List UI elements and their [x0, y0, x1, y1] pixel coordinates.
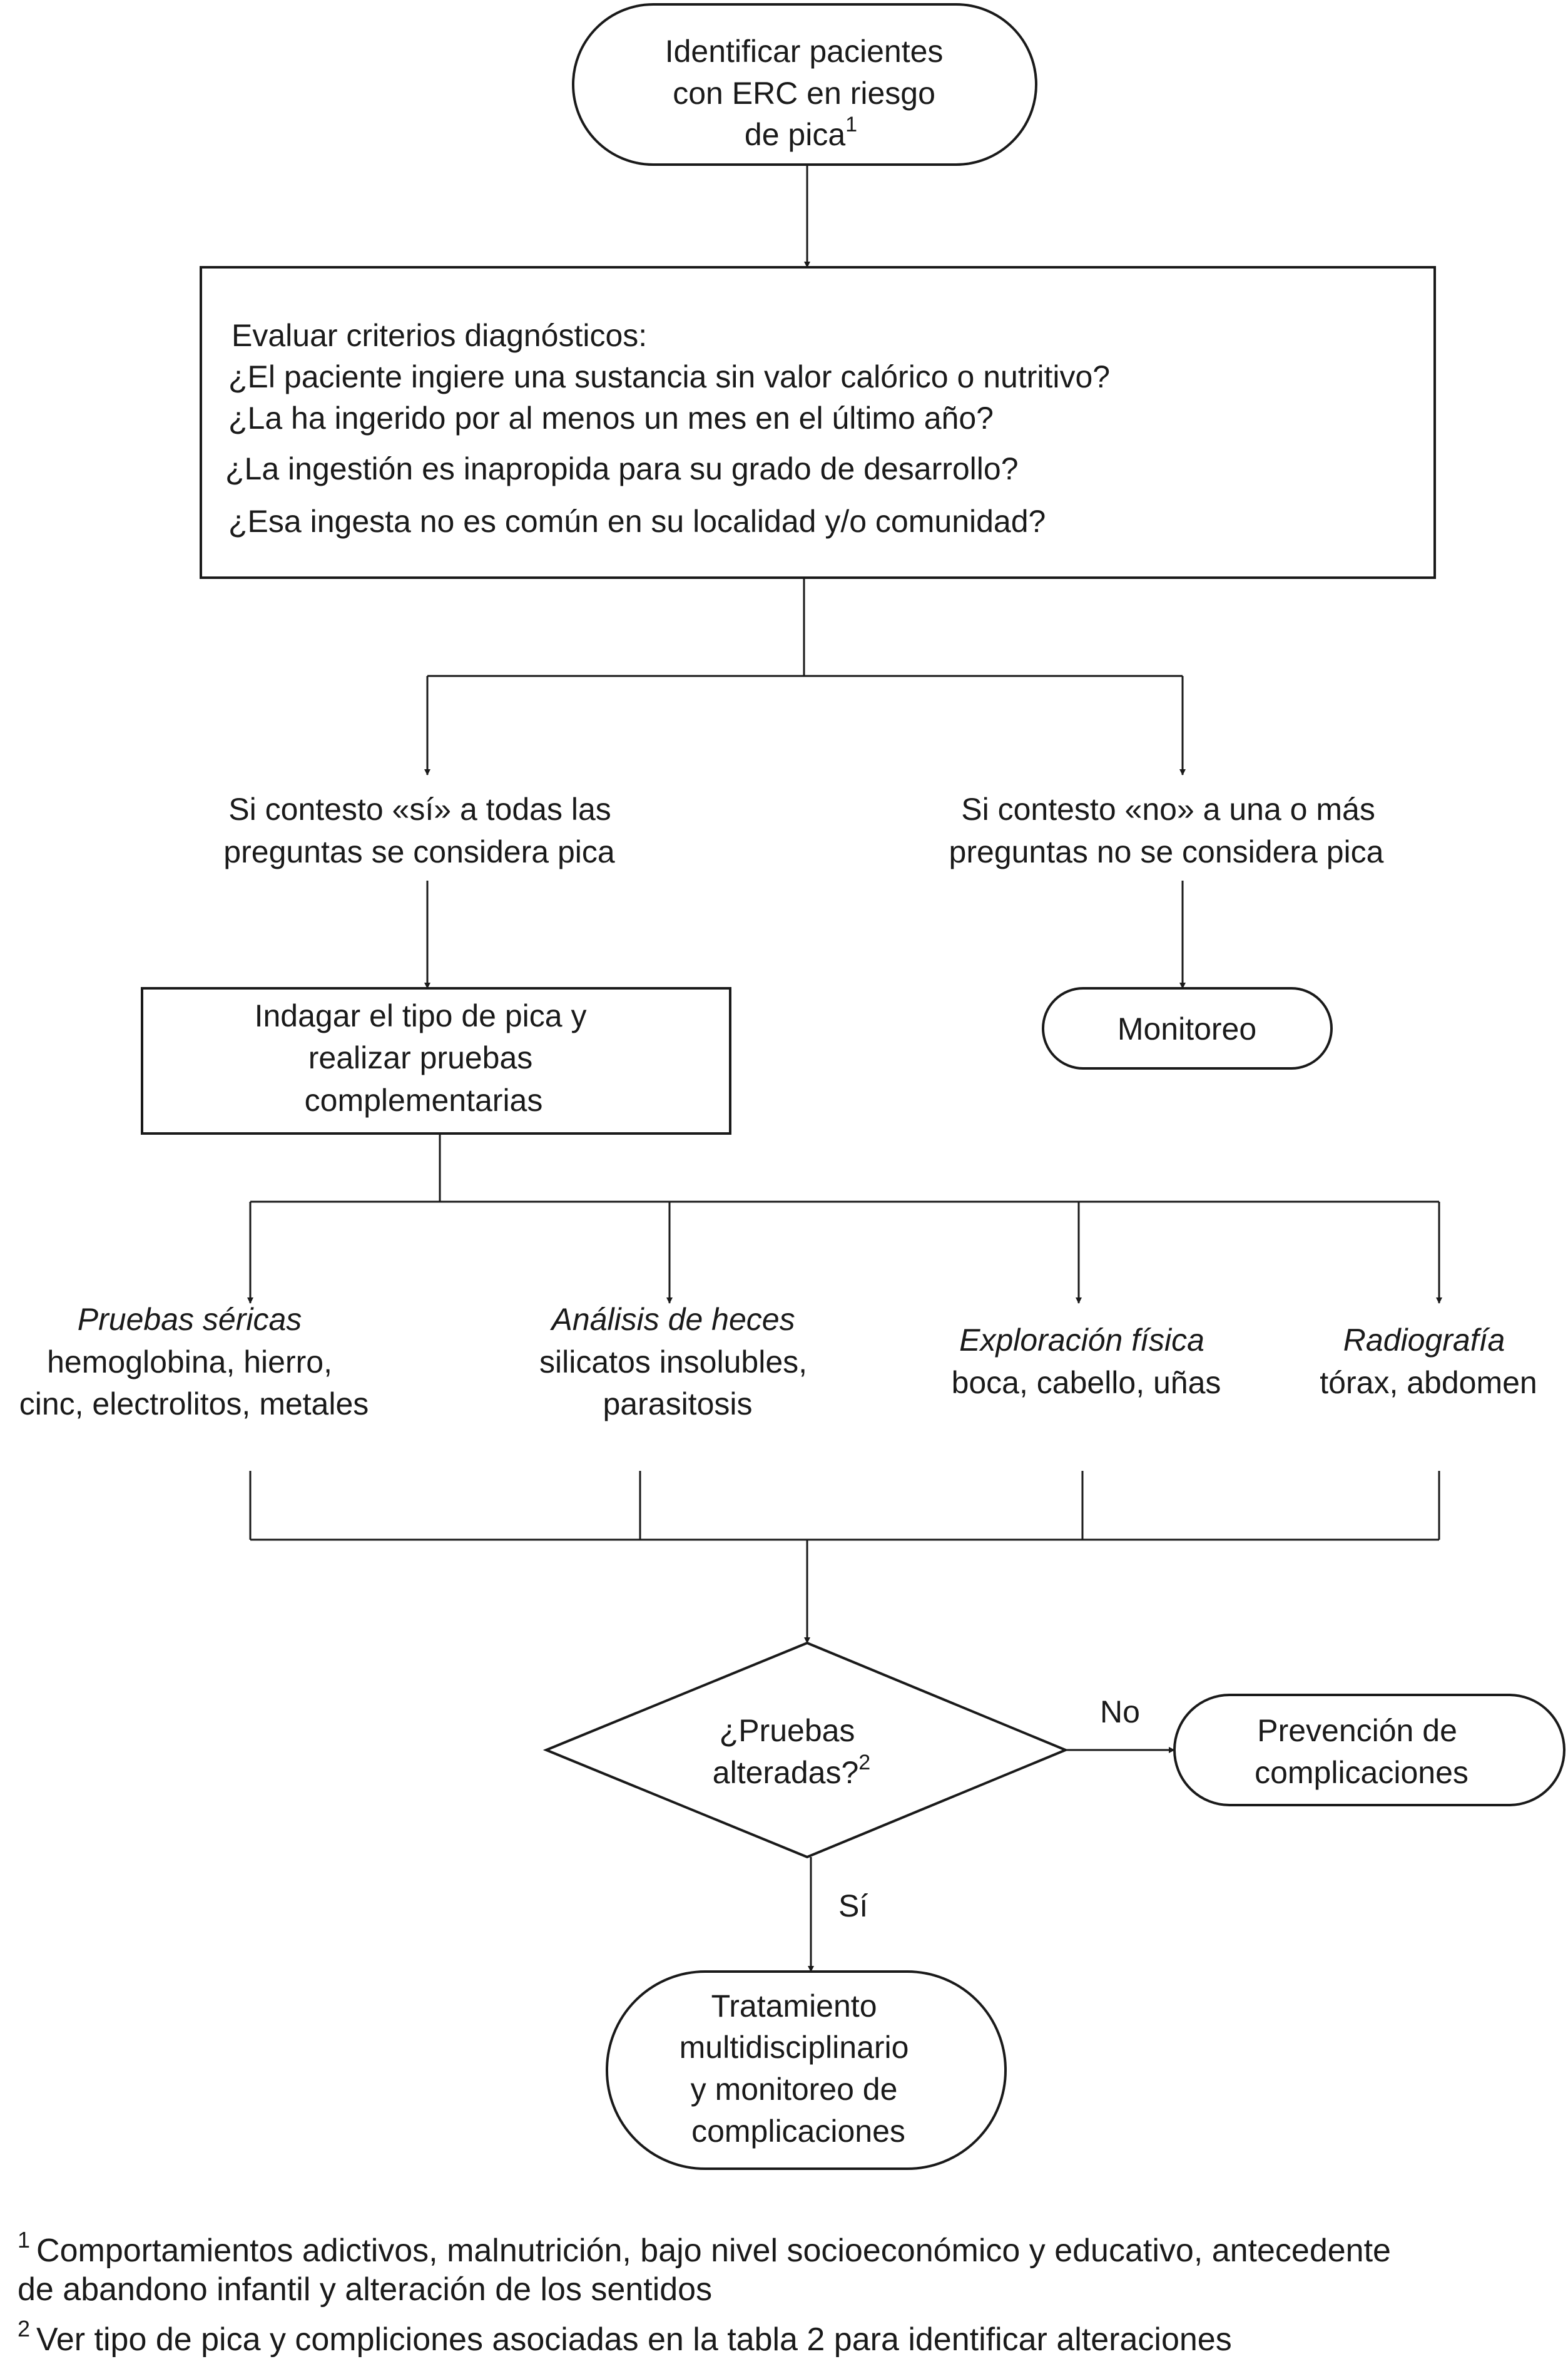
- treatment-line: multidisciplinario: [680, 2030, 909, 2065]
- start-line: Identificar pacientes: [665, 34, 944, 69]
- monitoring-terminal: [1042, 987, 1333, 1070]
- test-stool-title: Análisis de heces: [549, 1302, 795, 1337]
- prevention-label: Prevención de complicaciones: [1255, 1713, 1469, 1790]
- footnote-ref-1: 1: [845, 113, 857, 136]
- start-label: Identificar pacientes con ERC en riesgo …: [665, 34, 952, 152]
- test-serum-line: hemoglobina, hierro,: [47, 1344, 332, 1379]
- test-serum-line: cinc, electrolitos, metales: [19, 1386, 369, 1421]
- test-serum-title: Pruebas séricas: [78, 1302, 302, 1337]
- criteria-question: ¿El paciente ingiere una sustancia sin v…: [228, 359, 1110, 394]
- no-branch-label: Si contesto «no» a una o más preguntas n…: [949, 792, 1384, 869]
- test-stool-line: silicatos insolubles,: [539, 1344, 807, 1379]
- inquire-line: realizar pruebas: [308, 1040, 533, 1075]
- test-exam: Exploración física boca, cabello, uñas: [952, 1323, 1221, 1400]
- decision-line: ¿Pruebas: [720, 1713, 855, 1748]
- start-line: con ERC en riesgo: [673, 76, 935, 111]
- test-xray: Radiografía tórax, abdomen: [1320, 1323, 1537, 1400]
- criteria-question: ¿Esa ingesta no es común en su localidad…: [228, 504, 1046, 539]
- inquire-label: Indagar el tipo de pica y realizar prueb…: [255, 998, 596, 1118]
- decision-diamond: [542, 1641, 1069, 1859]
- inquire-line: complementarias: [305, 1083, 543, 1118]
- prevention-line: Prevención de: [1257, 1713, 1457, 1748]
- criteria-question: ¿La ha ingerido por al menos un mes en e…: [228, 401, 994, 436]
- decision-yes-label: Sí: [838, 1888, 868, 1923]
- inquire-line: Indagar el tipo de pica y: [255, 998, 587, 1033]
- test-stool: Análisis de heces silicatos insolubles, …: [539, 1302, 816, 1421]
- treatment-line: complicaciones: [691, 2114, 905, 2149]
- test-xray-line: tórax, abdomen: [1320, 1365, 1537, 1400]
- treatment-line: y monitoreo de: [691, 2072, 898, 2107]
- start-line: de pica: [745, 117, 845, 152]
- start-terminal: [572, 3, 1037, 166]
- footnote-ref-2: 2: [858, 1751, 870, 1774]
- yes-branch-line: preguntas se considera pica: [223, 834, 615, 869]
- no-branch-line: preguntas no se considera pica: [949, 834, 1384, 869]
- criteria-heading: Evaluar criterios diagnósticos:: [232, 318, 647, 353]
- test-stool-line: parasitosis: [603, 1386, 753, 1421]
- test-serum: Pruebas séricas hemoglobina, hierro, cin…: [19, 1302, 369, 1421]
- treatment-line: Tratamiento: [711, 1988, 877, 2024]
- test-xray-title: Radiografía: [1343, 1323, 1505, 1358]
- yes-branch-line: Si contesto «sí» a todas las: [228, 792, 611, 827]
- criteria-box: [200, 266, 1436, 579]
- footnote-2-text: Ver tipo de pica y compliciones asociada…: [36, 2321, 1232, 2358]
- criteria-question: ¿La ingestión es inapropida para su grad…: [225, 451, 1019, 486]
- footnote-2-marker: 2: [18, 2316, 31, 2341]
- footnote-1-text: de abandono infantil y alteración de los…: [18, 2271, 713, 2308]
- test-exam-line: boca, cabello, uñas: [952, 1365, 1221, 1400]
- yes-branch-label: Si contesto «sí» a todas las preguntas s…: [223, 792, 619, 869]
- decision-no-label: No: [1100, 1694, 1140, 1729]
- monitoring-label: Monitoreo: [1117, 1011, 1256, 1046]
- no-branch-line: Si contesto «no» a una o más: [961, 792, 1375, 827]
- footnote-1-text: Comportamientos adictivos, malnutrición,…: [36, 2233, 1391, 2269]
- footnote-1-marker: 1: [18, 2227, 31, 2253]
- test-exam-title: Exploración física: [959, 1323, 1204, 1358]
- prevention-line: complicaciones: [1255, 1755, 1469, 1790]
- decision-label: ¿Pruebas alteradas?2: [713, 1713, 870, 1790]
- treatment-label: Tratamiento multidisciplinario y monitor…: [680, 1988, 918, 2149]
- decision-line: alteradas?: [713, 1755, 859, 1790]
- inquire-box: [141, 987, 731, 1135]
- treatment-terminal: [606, 1970, 1007, 2170]
